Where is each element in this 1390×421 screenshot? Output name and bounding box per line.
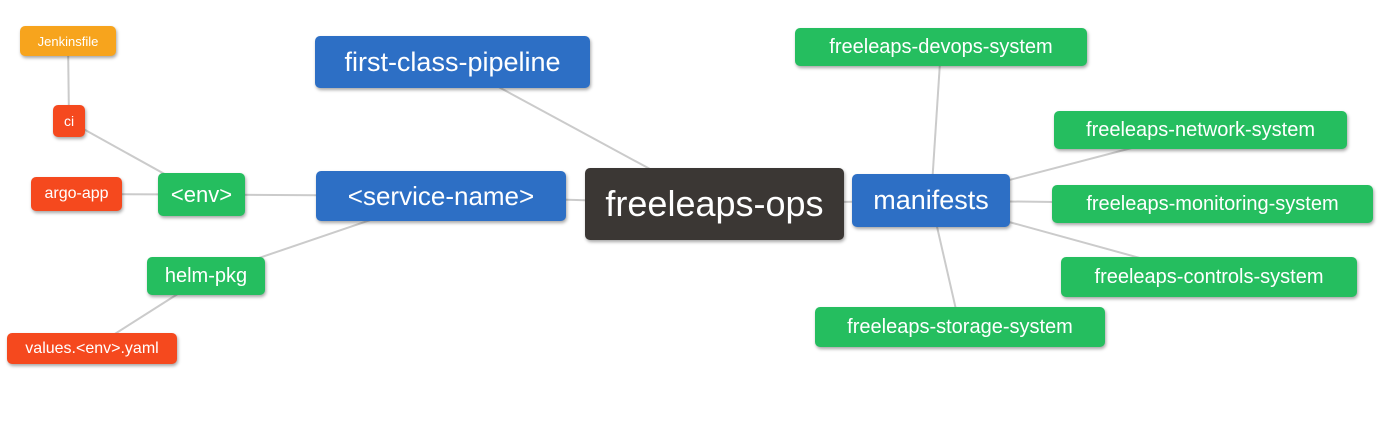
- mindmap-node-freeleaps-devops-system[interactable]: freeleaps-devops-system: [795, 28, 1087, 66]
- mindmap-node-freeleaps-ops[interactable]: freeleaps-ops: [585, 168, 844, 240]
- mindmap-node-helm-pkg[interactable]: helm-pkg: [147, 257, 265, 295]
- mindmap-node-freeleaps-controls-system[interactable]: freeleaps-controls-system: [1061, 257, 1357, 297]
- mindmap-node-argo-app[interactable]: argo-app: [31, 177, 122, 211]
- mindmap-node-service-name[interactable]: <service-name>: [316, 171, 566, 221]
- mindmap-node-jenkinsfile[interactable]: Jenkinsfile: [20, 26, 116, 56]
- mindmap-node-env[interactable]: <env>: [158, 173, 245, 216]
- mindmap-node-values-env-yaml[interactable]: values.<env>.yaml: [7, 333, 177, 364]
- mindmap-node-freeleaps-network-system[interactable]: freeleaps-network-system: [1054, 111, 1347, 149]
- mindmap-node-manifests[interactable]: manifests: [852, 174, 1010, 227]
- mindmap-node-freeleaps-monitoring-system[interactable]: freeleaps-monitoring-system: [1052, 185, 1373, 223]
- mindmap-node-ci[interactable]: ci: [53, 105, 85, 137]
- mindmap-node-first-class-pipeline[interactable]: first-class-pipeline: [315, 36, 590, 88]
- mindmap-node-freeleaps-storage-system[interactable]: freeleaps-storage-system: [815, 307, 1105, 347]
